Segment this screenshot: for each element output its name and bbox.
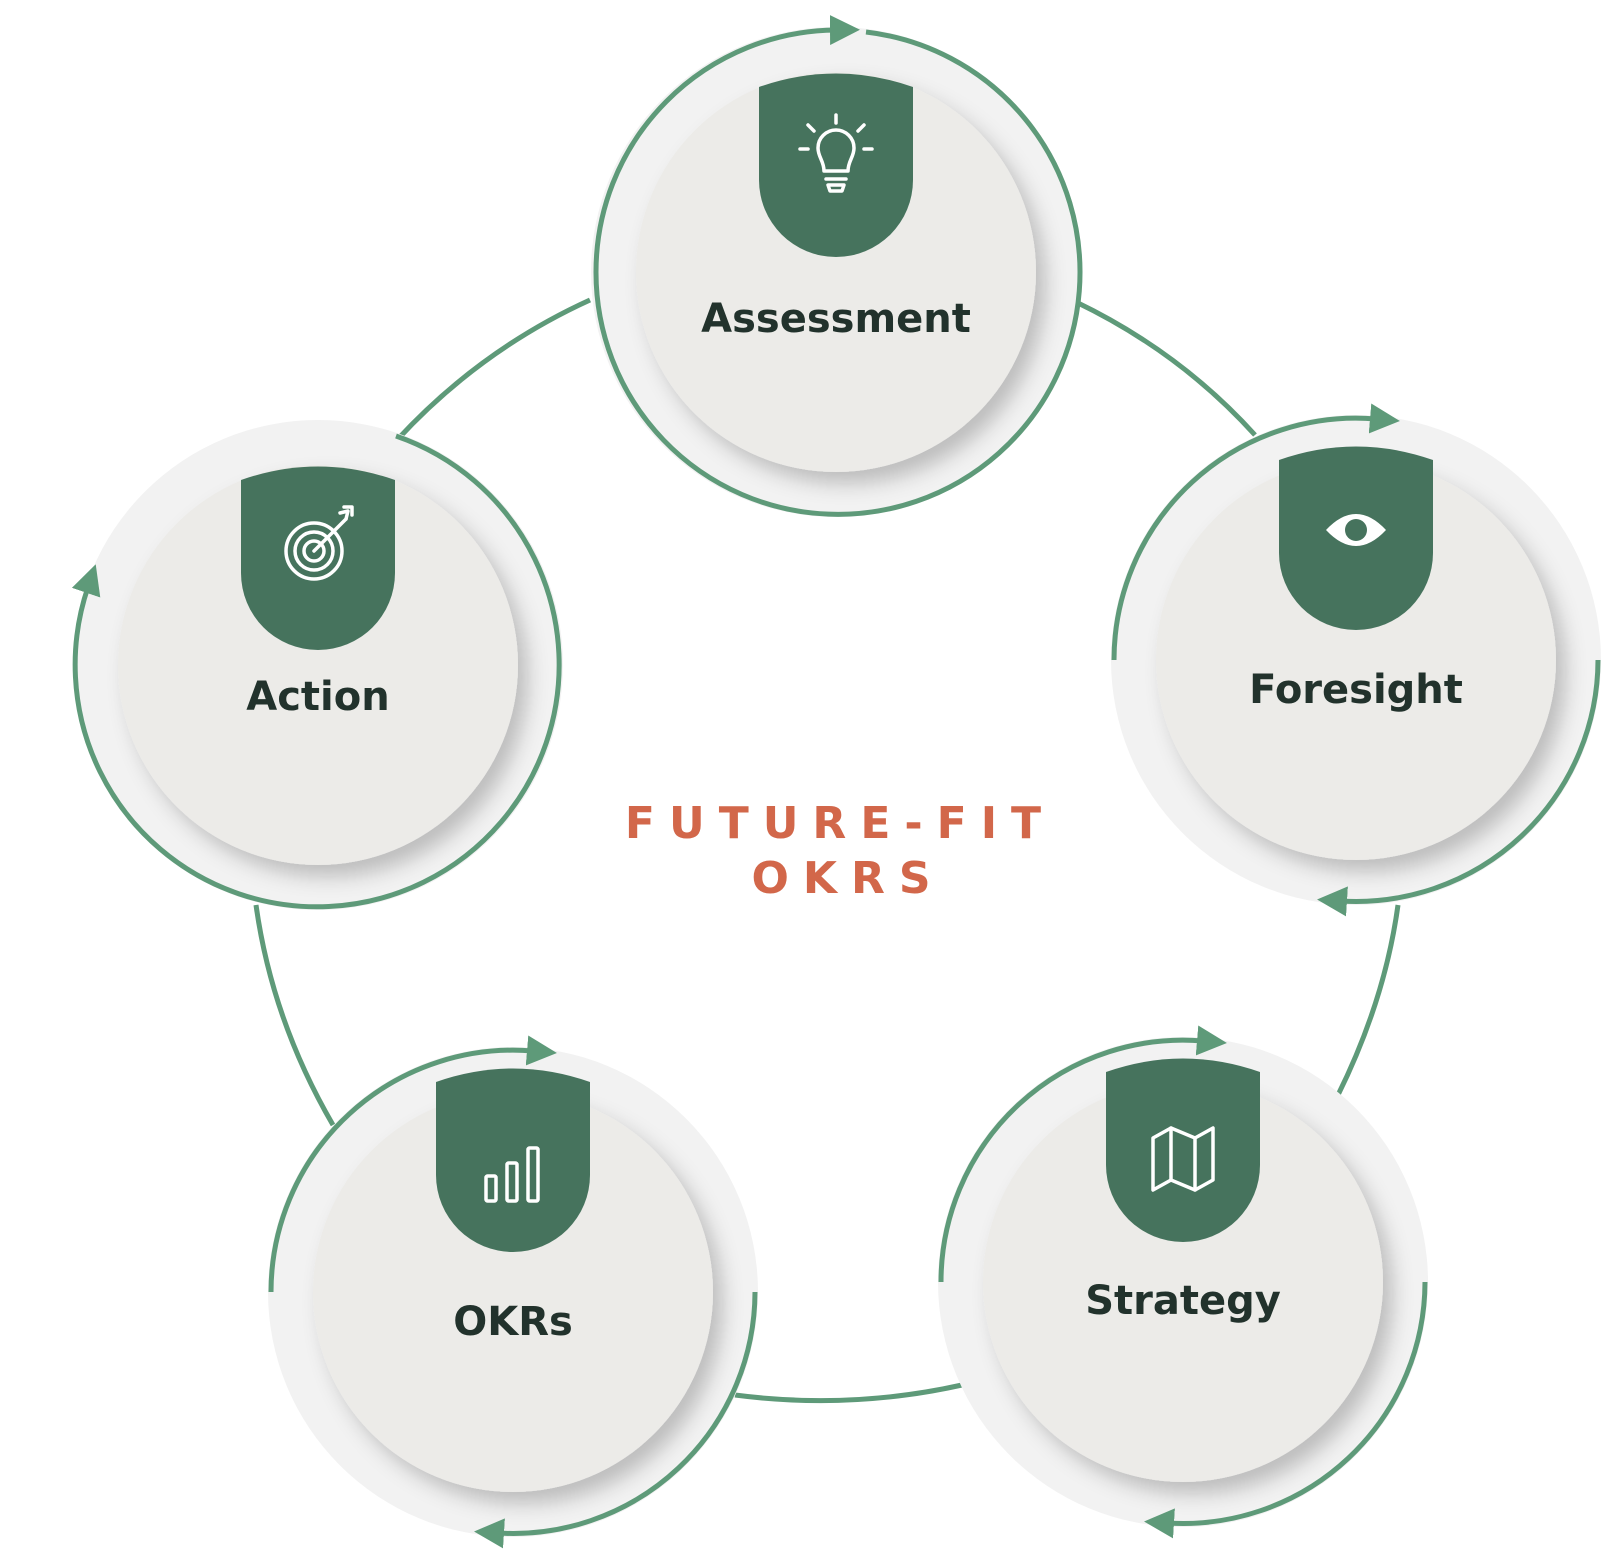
badge — [1106, 1058, 1260, 1242]
center-title: FUTURE-FIT OKRS — [625, 798, 1055, 904]
progress-ring-bottom — [1144, 1281, 1428, 1539]
inner-disc — [636, 72, 1036, 472]
map-icon — [1151, 1126, 1215, 1192]
connector-arcs — [253, 297, 1401, 1404]
target-icon — [284, 505, 354, 581]
connector-foresight-strategy — [1335, 904, 1401, 1097]
center-title-line1: FUTURE-FIT — [625, 798, 1055, 849]
connector-okrs-action — [253, 904, 336, 1127]
badge — [759, 73, 913, 257]
progress-ring — [71, 433, 562, 910]
node-label-strategy: Strategy — [1085, 1278, 1281, 1324]
node-label-foresight: Foresight — [1249, 667, 1463, 713]
center-title-line2: OKRS — [751, 853, 944, 904]
connector-assessment-foresight — [1074, 299, 1257, 437]
progress-ring-top — [938, 1025, 1227, 1283]
badge — [436, 1068, 590, 1252]
node-label-okrs: OKRs — [453, 1299, 573, 1345]
node-strategy[interactable]: Strategy — [938, 1025, 1428, 1539]
inner-disc — [1156, 460, 1556, 860]
bar-chart-icon — [484, 1146, 540, 1203]
progress-ring-top — [268, 1035, 557, 1293]
node-action[interactable]: Action — [71, 420, 563, 910]
node-label-assessment: Assessment — [701, 296, 971, 342]
inner-disc — [313, 1092, 713, 1492]
inner-disc — [118, 465, 518, 865]
progress-ring — [593, 15, 1083, 517]
inner-disc — [983, 1082, 1383, 1482]
progress-ring-bottom — [1317, 659, 1601, 917]
lightbulb-icon — [798, 113, 874, 193]
node-label-action: Action — [246, 674, 389, 720]
progress-ring-top — [1111, 403, 1400, 661]
progress-ring-bottom — [474, 1291, 758, 1549]
eye-icon — [1326, 514, 1386, 546]
node-assessment[interactable]: Assessment — [591, 15, 1083, 517]
node-foresight[interactable]: Foresight — [1111, 403, 1601, 917]
connector-strategy-okrs — [734, 1382, 963, 1404]
node-okrs[interactable]: OKRs — [268, 1035, 758, 1549]
connector-action-assessment — [395, 297, 592, 442]
